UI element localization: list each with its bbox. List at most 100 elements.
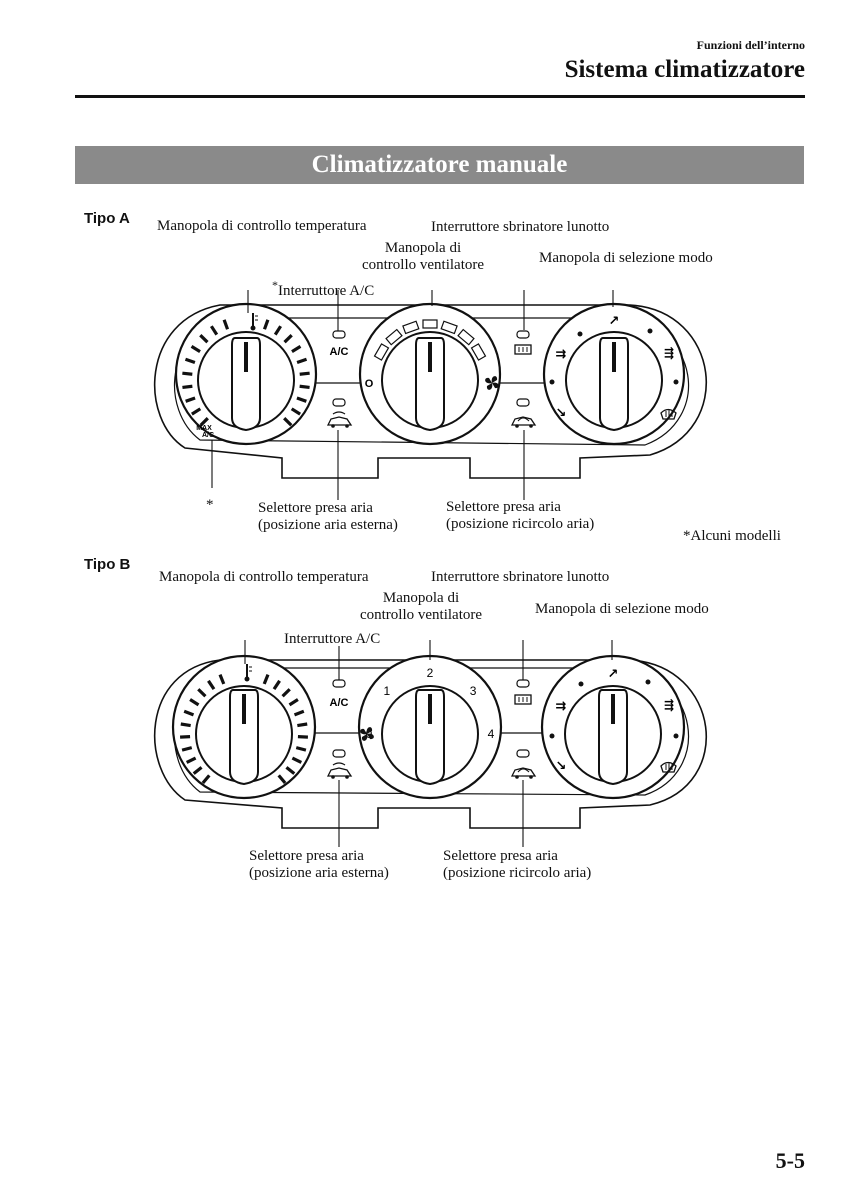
thermometer-icon (244, 664, 252, 682)
tipo-b-fan-speed-2: 2 (427, 666, 434, 680)
section-banner: Climatizzatore manuale (75, 146, 804, 184)
page-title: Sistema climatizzatore (564, 56, 805, 83)
tipo-b-temperature-tick (272, 679, 281, 691)
tipo-b-temperature-tick (281, 688, 291, 698)
tipo-a-fan-knob-label: Manopola di controllo ventilatore (338, 240, 508, 274)
tipo-b-temperature-tick (218, 674, 226, 685)
tipo-a-rear-defroster-label: Interruttore sbrinatore lunotto (431, 219, 610, 235)
tipo-a-temperature-tick (262, 319, 270, 330)
tipo-a-temperature-tick (283, 417, 293, 427)
tipo-b-recirculation-switch[interactable] (510, 749, 537, 779)
vent-feet-defrost-icon: ⇶ (664, 346, 674, 360)
tipo-a-temperature-tick (199, 417, 209, 427)
page-number: 5-5 (775, 1148, 805, 1173)
tipo-b-temperature-tick (277, 774, 287, 785)
tipo-b-temperature-tick (295, 746, 307, 752)
front-defroster-icon (660, 408, 677, 420)
tipo-a-temperature-knob[interactable]: MAX A/C (174, 302, 318, 446)
tipo-a-temperature-tick (296, 396, 307, 403)
tipo-b-temperature-tick (189, 698, 200, 707)
fan-icon (485, 376, 499, 390)
tipo-a-temperature-tick (299, 371, 310, 376)
tipo-b-intake-fresh-label: Selettore presa aria (posizione aria est… (249, 848, 389, 882)
tipo-a-temperature-tick (283, 334, 293, 344)
tipo-b-temperature-tick (291, 756, 303, 764)
tipo-b-temperature-tick (183, 709, 195, 717)
tipo-b-ac-text: A/C (330, 697, 349, 709)
tipo-b-intake-recirc-line1: Selettore presa aria (443, 848, 558, 864)
tipo-a-intake-recirc-label: Selettore presa aria (posizione ricircol… (446, 499, 594, 533)
vent-bilevel-icon: ⇉ (556, 346, 567, 361)
vent-face-icon: ↗ (608, 666, 619, 681)
tipo-a-temperature-tick (210, 325, 219, 336)
tipo-b-ac-switch-label: Interruttore A/C (284, 631, 381, 647)
tipo-b-temperature-tick (180, 722, 191, 728)
tipo-b-temperature-tick (201, 774, 211, 785)
rear-defroster-icon (514, 694, 532, 705)
fan-icon (360, 727, 374, 741)
tipo-b-temperature-tick (285, 766, 296, 775)
tipo-a-temperature-tick (182, 384, 193, 390)
tipo-b-control-panel: A/C 01234 (0, 586, 845, 850)
tipo-a-ac-text: A/C (330, 346, 349, 358)
tipo-b-rear-defroster-label: Interruttore sbrinatore lunotto (431, 569, 610, 585)
recirculation-car-icon (510, 767, 537, 779)
tipo-b-temperature-tick (207, 679, 216, 691)
tipo-a-label: Tipo A (84, 210, 130, 227)
tipo-b-intake-recirc-label: Selettore presa aria (posizione ricircol… (443, 848, 591, 882)
tipo-b-temperature-knob[interactable] (171, 654, 317, 800)
tipo-a-temperature-tick (273, 325, 282, 336)
tipo-a-fan-speed-segment (385, 328, 403, 346)
tipo-a-temperature-tick (290, 407, 301, 416)
section-label: Funzioni dell’interno (696, 38, 805, 52)
tipo-a-fan-speed-segment (440, 320, 458, 335)
tipo-a-intake-fresh-line2: (posizione aria esterna) (258, 517, 398, 533)
tipo-b-fan-knob-label-line1: Manopola di (382, 590, 460, 606)
tipo-a-control-panel: MAX A/C A/C O (0, 234, 845, 510)
tipo-b-fan-speed-1: 1 (384, 684, 391, 698)
tipo-a-intake-recirc-line2: (posizione ricircolo aria) (446, 516, 595, 532)
tipo-b-temperature-tick (181, 746, 193, 752)
tipo-a-mode-knob[interactable]: ↗ ⇉ ↘ ⇶ (542, 302, 686, 446)
tipo-a-ac-switch-asterisk: * (272, 278, 278, 292)
tipo-b-fresh-air-switch[interactable] (326, 749, 353, 779)
tipo-a-fan-knob[interactable]: O (358, 302, 502, 446)
vent-feet-defrost-icon: ⇶ (664, 698, 674, 712)
tipo-b-intake-recirc-line2: (posizione ricircolo aria) (443, 865, 592, 881)
fresh-air-car-icon (326, 762, 353, 779)
tipo-a-fan-knob-label-line2: controllo ventilatore (361, 257, 485, 273)
tipo-a-temperature-tick (222, 319, 230, 330)
tipo-b-fan-speed-4: 4 (488, 727, 495, 741)
tipo-b-temperature-tick (262, 674, 270, 685)
tipo-b-temperature-tick (288, 698, 299, 707)
tipo-a-temperature-tick (299, 384, 310, 390)
tipo-b-mode-knob[interactable]: ↗ ⇉ ↘ ⇶ (540, 654, 686, 800)
tipo-b-label: Tipo B (84, 556, 131, 573)
tipo-a-ac-switch[interactable]: A/C (330, 330, 349, 358)
tipo-a-temperature-knob-label: Manopola di controllo temperatura (157, 218, 367, 234)
tipo-a-intake-fresh-line1: Selettore presa aria (258, 500, 373, 516)
vent-feet-icon: ↘ (556, 758, 567, 773)
tipo-a-intake-recirc-line1: Selettore presa aria (446, 499, 561, 515)
tipo-a-rear-defroster-switch[interactable] (514, 330, 532, 355)
tipo-a-max-ac-text: A/C (202, 432, 214, 439)
tipo-b-fan-knob-label-line2: controllo ventilatore (359, 607, 483, 623)
tipo-b-temperature-tick (293, 709, 305, 717)
tipo-a-temperature-tick (182, 371, 193, 376)
fresh-air-car-icon (326, 411, 353, 428)
header-rule (75, 95, 805, 98)
tipo-b-ac-switch[interactable]: A/C (330, 679, 349, 709)
tipo-b-temperature-tick (192, 766, 203, 775)
vent-face-icon: ↗ (609, 313, 620, 328)
tipo-a-ac-switch-label: *Interruttore A/C (272, 277, 374, 300)
tipo-b-temperature-tick (185, 756, 197, 764)
tipo-a-temperature-tick (191, 407, 202, 416)
tipo-a-temperature-tick (190, 345, 201, 354)
tipo-a-fan-speed-segment (402, 320, 420, 335)
tipo-a-fan-speed-segment (457, 328, 475, 346)
tipo-a-fan-knob-label-line1: Manopola di (384, 240, 462, 256)
tipo-a-recirculation-switch[interactable] (510, 398, 537, 428)
tipo-a-fresh-air-switch[interactable] (326, 398, 353, 428)
tipo-b-temperature-tick (197, 688, 207, 698)
tipo-b-fan-knob[interactable]: 01234 (357, 654, 503, 800)
